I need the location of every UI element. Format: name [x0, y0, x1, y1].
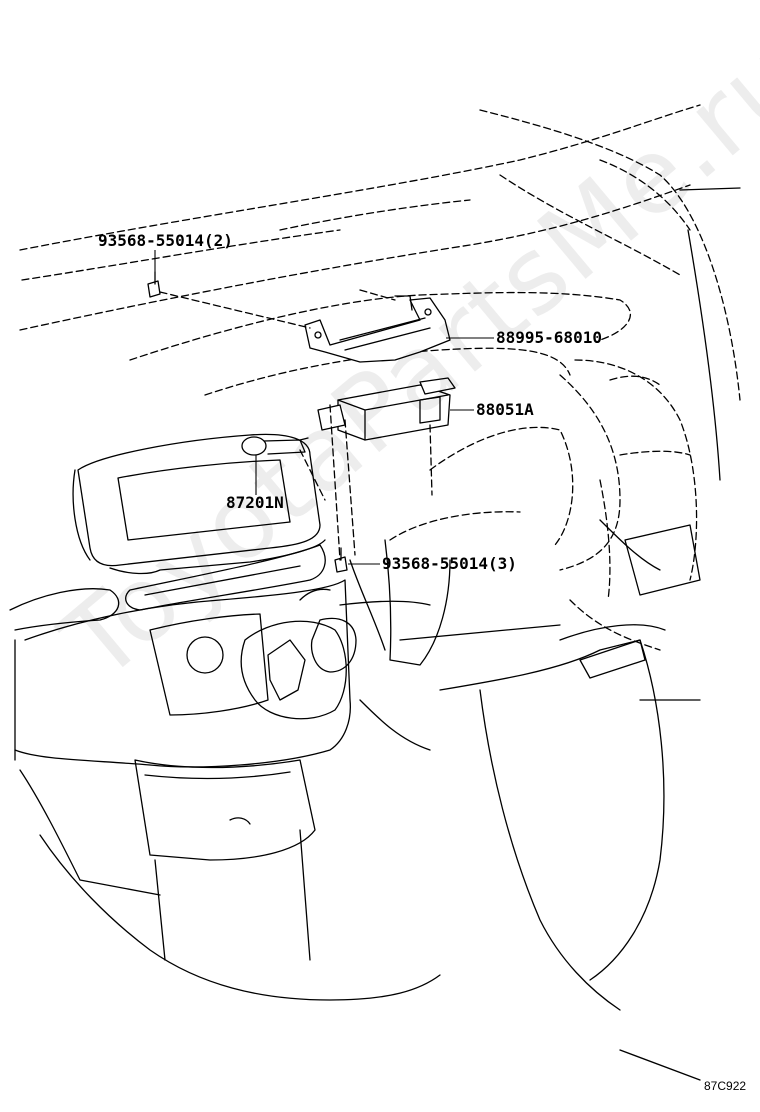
lower-console	[14, 579, 357, 768]
part-label-bolt-upper[interactable]: 93568-55014(2)	[98, 231, 233, 250]
part-label-module[interactable]: 88051A	[476, 400, 534, 419]
part-label-bolt-lower[interactable]: 93568-55014(3)	[382, 554, 517, 573]
part-label-connector[interactable]: 87201N	[226, 493, 284, 512]
bolt-lower-icon	[334, 547, 348, 573]
figure-reference: 87C922	[704, 1079, 747, 1093]
bracket-88995-68010	[304, 295, 451, 363]
callout-leaders	[154, 250, 494, 565]
lower-left-panel	[14, 639, 441, 1001]
right-lower-panel	[439, 187, 741, 1081]
meter-hood-outline	[129, 291, 698, 651]
connector-87201N	[241, 436, 309, 456]
center-vents	[9, 544, 326, 631]
bolt-upper-icon	[147, 271, 161, 298]
part-label-bracket[interactable]: 88995-68010	[496, 328, 602, 347]
assembly-lines	[159, 289, 433, 561]
steering-column-area	[339, 539, 561, 751]
module-88051A	[317, 377, 456, 441]
dashboard-upper-outline	[19, 104, 741, 401]
center-display	[72, 433, 326, 575]
